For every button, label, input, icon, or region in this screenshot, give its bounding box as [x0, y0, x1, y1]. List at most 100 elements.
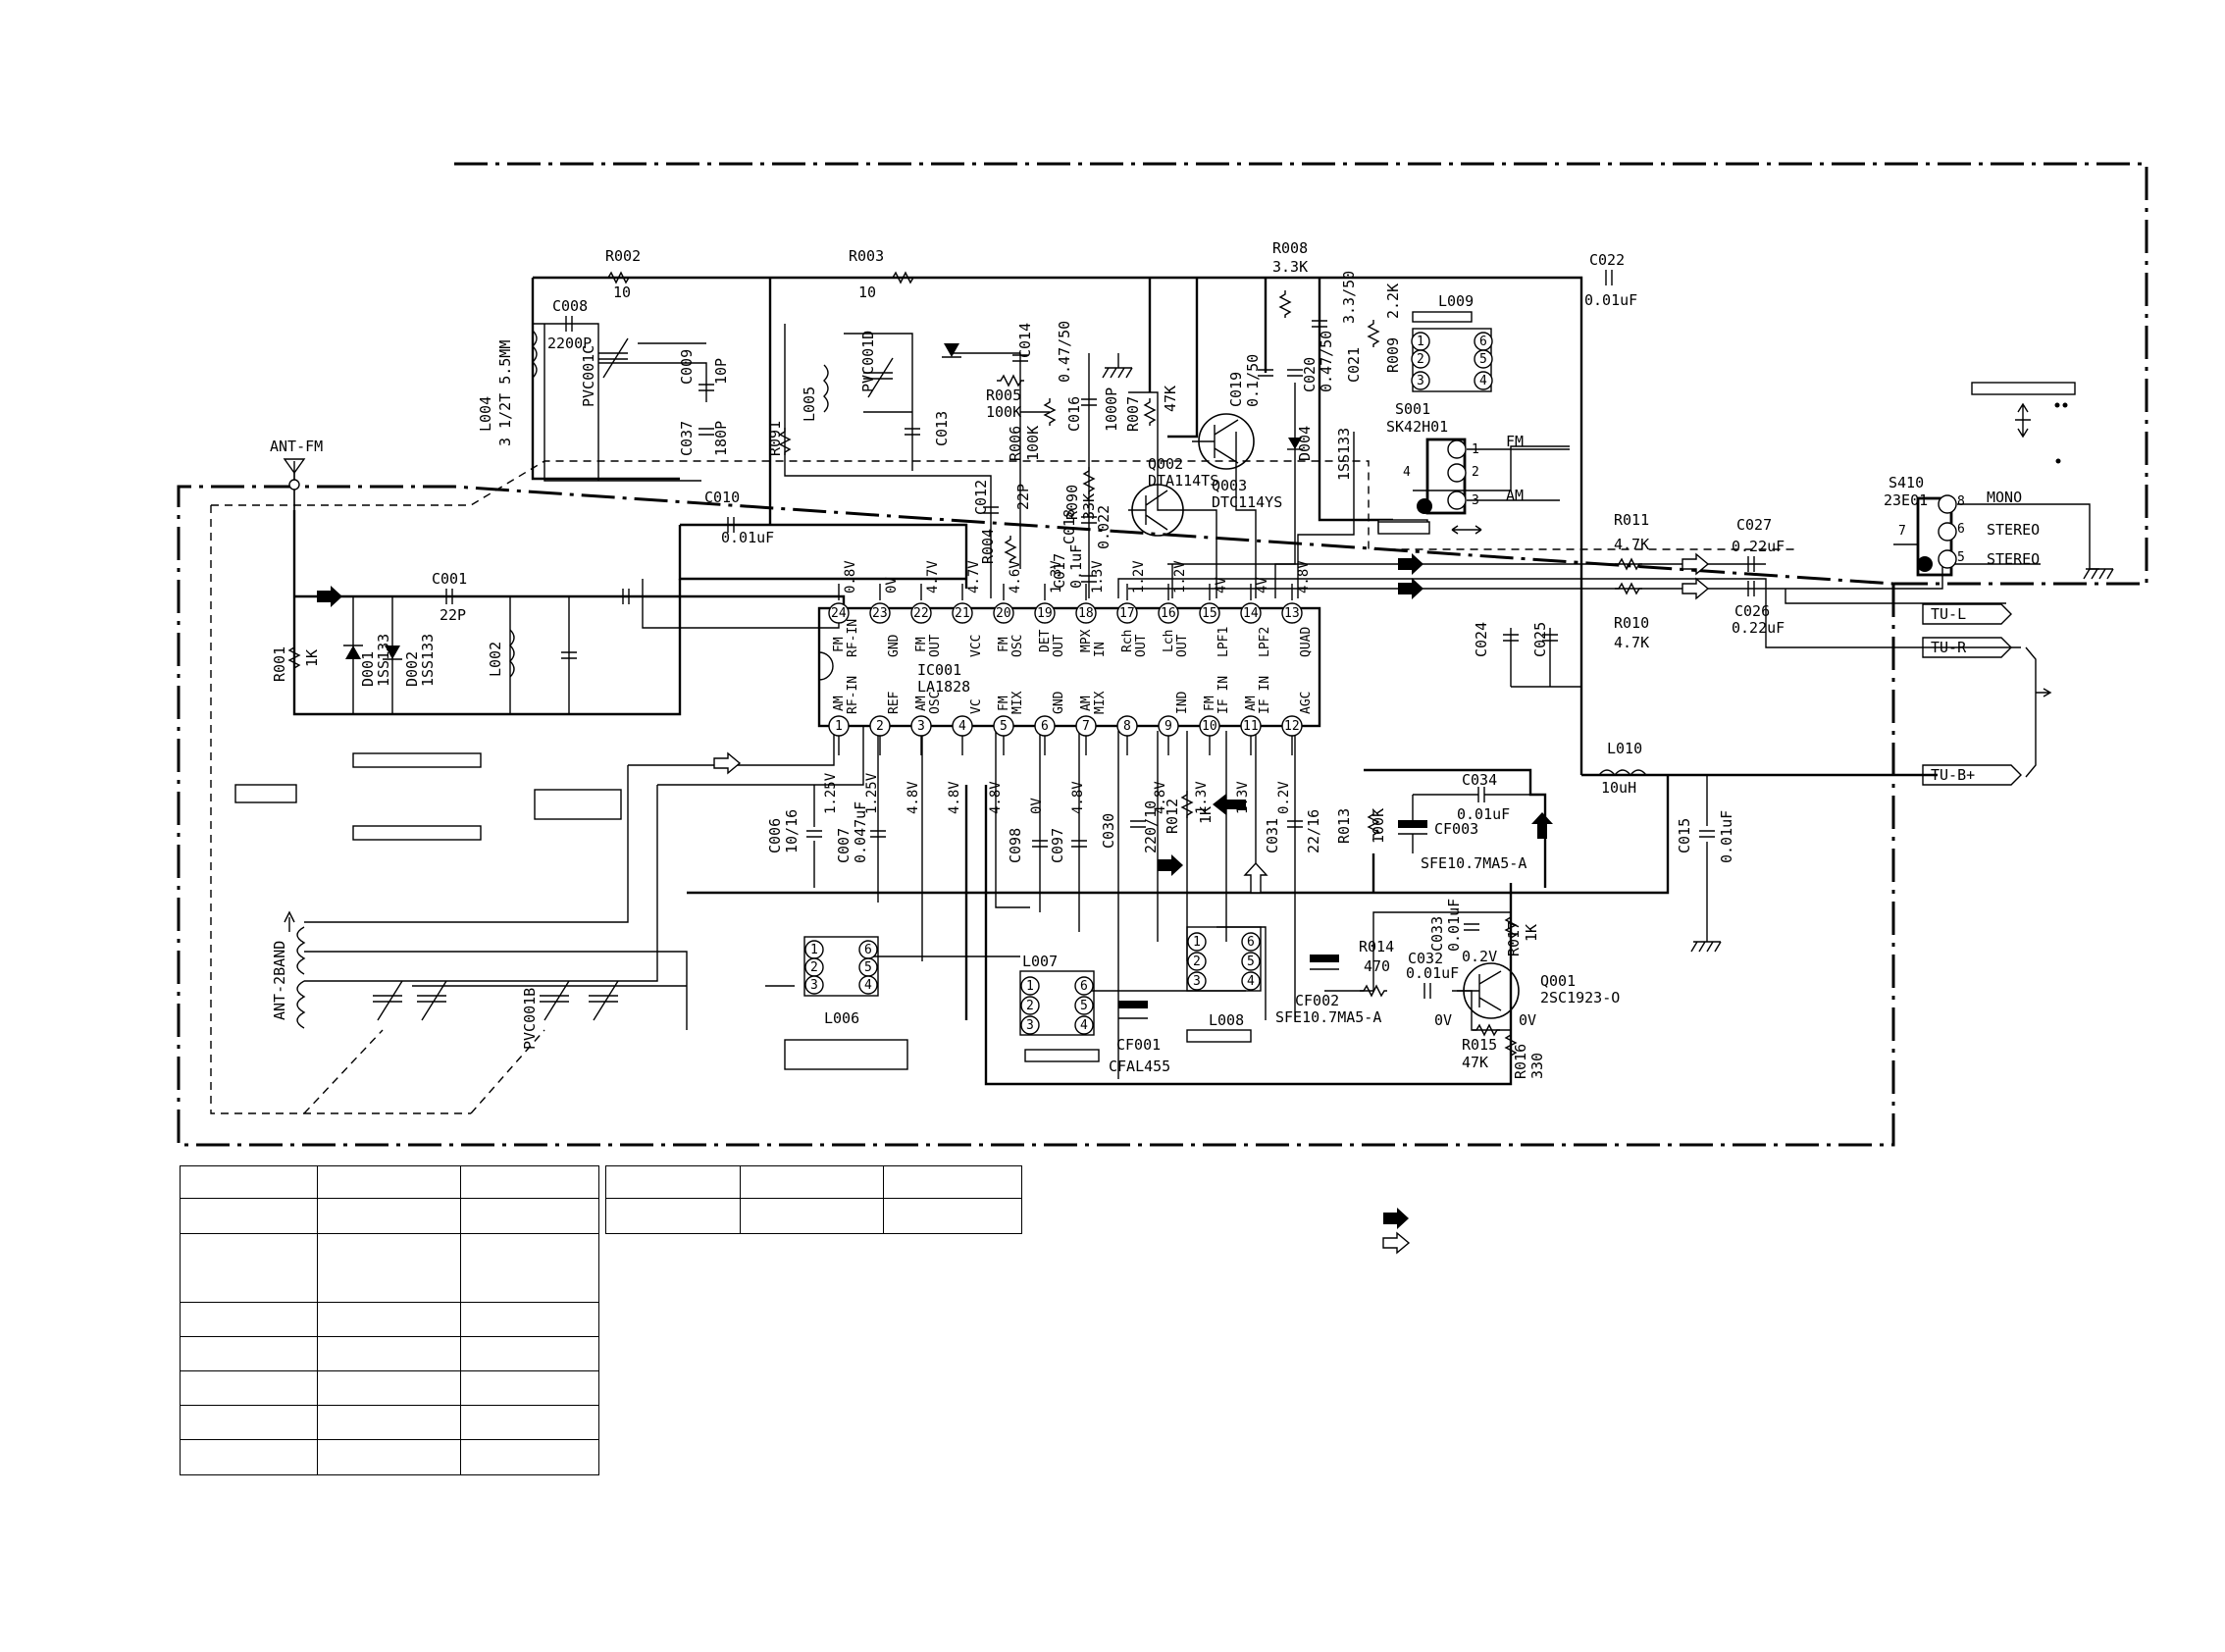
svg-text:0.47/50: 0.47/50 — [1056, 321, 1073, 383]
svg-text:Q003: Q003 — [1212, 477, 1247, 494]
svg-text:3: 3 — [1417, 374, 1424, 388]
svg-text:5: 5 — [1247, 955, 1255, 969]
svg-text:DET: DET — [1038, 629, 1053, 652]
svg-text:180P: 180P — [712, 421, 730, 456]
svg-text:5: 5 — [1957, 550, 1965, 565]
svg-text:PVC001C: PVC001C — [580, 345, 597, 407]
svg-text:1.3V: 1.3V — [1194, 781, 1210, 814]
d004-diode: D004 1SS133 — [1287, 426, 1353, 481]
svg-text:20: 20 — [996, 606, 1011, 621]
svg-text:0.22uF: 0.22uF — [1732, 538, 1785, 555]
l008-ifcoil: 123 654 L008 — [1186, 926, 1262, 1043]
svg-text:C097: C097 — [1049, 828, 1066, 863]
svg-text:FM: FM — [997, 696, 1011, 711]
voltage-table-right — [605, 1165, 1022, 1234]
svg-text:MONO: MONO — [1987, 489, 2022, 506]
svg-text:2.2K: 2.2K — [1384, 284, 1402, 319]
svg-text:S001: S001 — [1395, 400, 1430, 418]
svg-text:100K: 100K — [986, 403, 1021, 421]
svg-text:3: 3 — [917, 719, 925, 734]
svg-text:D002: D002 — [403, 651, 421, 687]
svg-text:4.7K: 4.7K — [1614, 634, 1649, 651]
svg-text:AM: AM — [832, 696, 847, 711]
svg-text:DTA114TS: DTA114TS — [1148, 472, 1218, 490]
svg-text:L005: L005 — [801, 387, 818, 422]
am-signal-arrow-icon — [1243, 861, 1268, 894]
svg-text:FM: FM — [914, 637, 929, 652]
svg-text:1: 1 — [1193, 935, 1201, 950]
svg-text:2: 2 — [810, 960, 818, 975]
tu-r-output: TU-R — [1922, 637, 2012, 658]
svg-text:OUT: OUT — [1134, 634, 1149, 657]
svg-text:R010: R010 — [1614, 614, 1649, 632]
fm-signal-arrow-icon — [1531, 812, 1553, 839]
svg-text:6: 6 — [1247, 935, 1255, 950]
svg-text:QUAD: QUAD — [1299, 627, 1314, 657]
svg-text:C016: C016 — [1065, 396, 1083, 432]
label-box — [234, 784, 297, 803]
svg-text:R016: R016 — [1512, 1044, 1529, 1079]
svg-text:1: 1 — [835, 719, 843, 734]
svg-text:C024: C024 — [1473, 622, 1490, 657]
l007-ifcoil: L007 123 654 — [1019, 953, 1100, 1062]
svg-text:4.7V: 4.7V — [925, 560, 941, 594]
svg-text:0.22uF: 0.22uF — [1732, 619, 1785, 637]
svg-text:C007: C007 — [835, 828, 853, 863]
svg-text:ANT-2BAND: ANT-2BAND — [271, 941, 288, 1020]
svg-text:3: 3 — [1193, 974, 1201, 989]
svg-text:1K: 1K — [1523, 924, 1540, 942]
svg-text:0.022: 0.022 — [1095, 505, 1112, 549]
svg-text:23: 23 — [872, 606, 888, 621]
r091-resistor: R091 — [766, 421, 791, 456]
svg-text:IF IN: IF IN — [1216, 676, 1231, 714]
svg-text:10P: 10P — [712, 358, 730, 385]
svg-text:8: 8 — [1957, 494, 1965, 509]
svg-text:C030: C030 — [1100, 813, 1117, 849]
l004-coil: L004 3 1/2T 5.5MM — [477, 330, 538, 446]
svg-text:2SC1923-O: 2SC1923-O — [1540, 989, 1620, 1007]
svg-text:2: 2 — [1193, 955, 1201, 969]
svg-text:C098: C098 — [1007, 828, 1024, 863]
svg-text:C013: C013 — [933, 411, 951, 446]
svg-text:TU-B+: TU-B+ — [1931, 766, 1975, 784]
r010-resistor: R010 4.7K — [1614, 583, 1649, 651]
svg-text:11: 11 — [1243, 719, 1259, 734]
svg-text:0V: 0V — [1434, 1011, 1452, 1029]
svg-text:C012: C012 — [972, 480, 990, 515]
svg-text:C033: C033 — [1428, 916, 1446, 952]
svg-text:2: 2 — [1417, 352, 1424, 367]
svg-text:0.01uF: 0.01uF — [1584, 291, 1637, 309]
svg-text:14: 14 — [1243, 606, 1259, 621]
fm-signal-arrow-icon — [1213, 794, 1246, 815]
svg-text:R004: R004 — [979, 529, 997, 564]
solid-arrow-icon — [1383, 1208, 1409, 1229]
svg-text:1K: 1K — [1197, 806, 1215, 824]
svg-text:R002: R002 — [605, 247, 641, 265]
svg-text:L008: L008 — [1209, 1011, 1244, 1029]
svg-text:100K: 100K — [1024, 426, 1042, 461]
svg-text:FM: FM — [1203, 696, 1217, 711]
svg-text:3.3/50: 3.3/50 — [1340, 271, 1358, 324]
svg-text:0.2V: 0.2V — [1462, 948, 1497, 965]
